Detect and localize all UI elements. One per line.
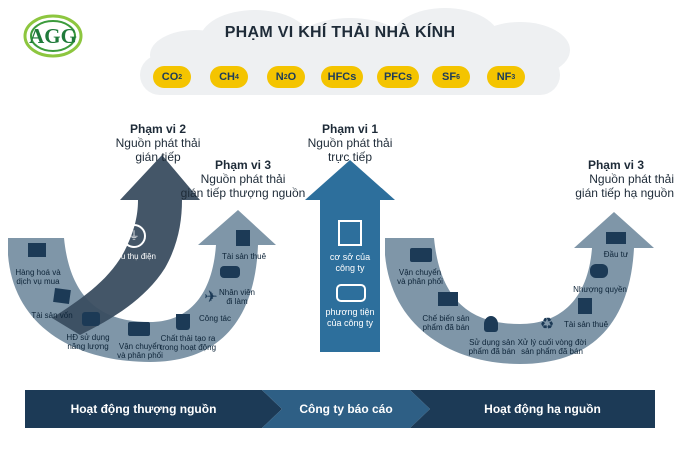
scope3-down-label: Phạm vi 3 Nguồn phát thải gián tiếp hạ n… — [552, 158, 674, 200]
franchise-label: Nhượng quyền — [573, 285, 627, 294]
scope1-arrow — [305, 160, 395, 352]
truck-icon — [410, 248, 432, 262]
vehicle-icon — [336, 284, 366, 302]
box-icon — [53, 287, 71, 305]
money-icon — [606, 232, 626, 244]
lightbulb-icon — [484, 316, 498, 332]
gas-badge: HFCs — [321, 66, 363, 88]
scope2-heading: Phạm vi 2 — [129, 122, 187, 136]
travel-label: Công tác — [198, 314, 232, 323]
gas-badge: PFCs — [377, 66, 419, 88]
company-band-label: Công ty báo cáo — [299, 402, 393, 416]
upstream-leased-label: Tài sản thuê — [221, 252, 267, 261]
logo-text: AGG — [29, 24, 77, 48]
scope3-up-heading: Phạm vi 3 — [214, 158, 272, 172]
scope2-line1: Nguồn phát thải — [115, 136, 201, 150]
factory-icon — [438, 292, 458, 306]
scope3-up-label: Phạm vi 3 Nguồn phát thải gián tiếp thượ… — [168, 158, 318, 200]
scope1-heading: Phạm vi 1 — [321, 122, 379, 136]
scope2-line2: gián tiếp — [135, 150, 181, 164]
truck-icon — [128, 322, 150, 336]
trash-icon — [176, 314, 190, 330]
scope3-up-line1: Nguồn phát thải — [200, 172, 286, 186]
downstream-leased-label: Tài sản thuê — [563, 320, 609, 329]
bottom-band — [25, 390, 282, 428]
scope2-label: Phạm vi 2 Nguồn phát thải gián tiếp — [98, 122, 218, 164]
downstream-band-label: Hoạt động hạ nguồn — [484, 402, 601, 416]
page-title: PHẠM VI KHÍ THẢI NHÀ KÍNH — [224, 24, 456, 41]
electricity-label: Tiêu thụ điện — [110, 252, 156, 261]
downstream-arc — [385, 212, 654, 364]
scope1-line2: trực tiếp — [327, 150, 373, 164]
facility-icon — [338, 220, 362, 246]
scope2-arrow — [52, 155, 200, 335]
scope3-down-heading: Phạm vi 3 — [587, 158, 644, 172]
car-icon — [220, 266, 240, 278]
handshake-icon — [590, 264, 608, 278]
logo: AGG — [22, 12, 84, 60]
upstream-band-label: Hoạt động thượng nguồn — [70, 402, 217, 416]
building-icon — [236, 230, 250, 246]
scope1-line1: Nguồn phát thải — [307, 136, 393, 150]
plug-icon: ⏚ — [122, 224, 146, 248]
recycle-icon: ♻ — [539, 316, 555, 333]
building-icon — [578, 298, 592, 314]
scope1-label: Phạm vi 1 Nguồn phát thải trực tiếp — [290, 122, 410, 164]
factory-icon — [28, 243, 46, 257]
invest-label: Đầu tư — [603, 250, 629, 259]
scope3-down-line1: Nguồn phát thải — [589, 172, 674, 186]
fuel-icon — [82, 312, 100, 326]
scope3-down-line2: gián tiếp hạ nguồn — [575, 186, 674, 200]
scope3-up-line2: gián tiếp thượng nguồn — [180, 186, 306, 200]
capital-label: Tài sản vốn — [31, 311, 73, 320]
plane-icon: ✈ — [204, 289, 218, 306]
